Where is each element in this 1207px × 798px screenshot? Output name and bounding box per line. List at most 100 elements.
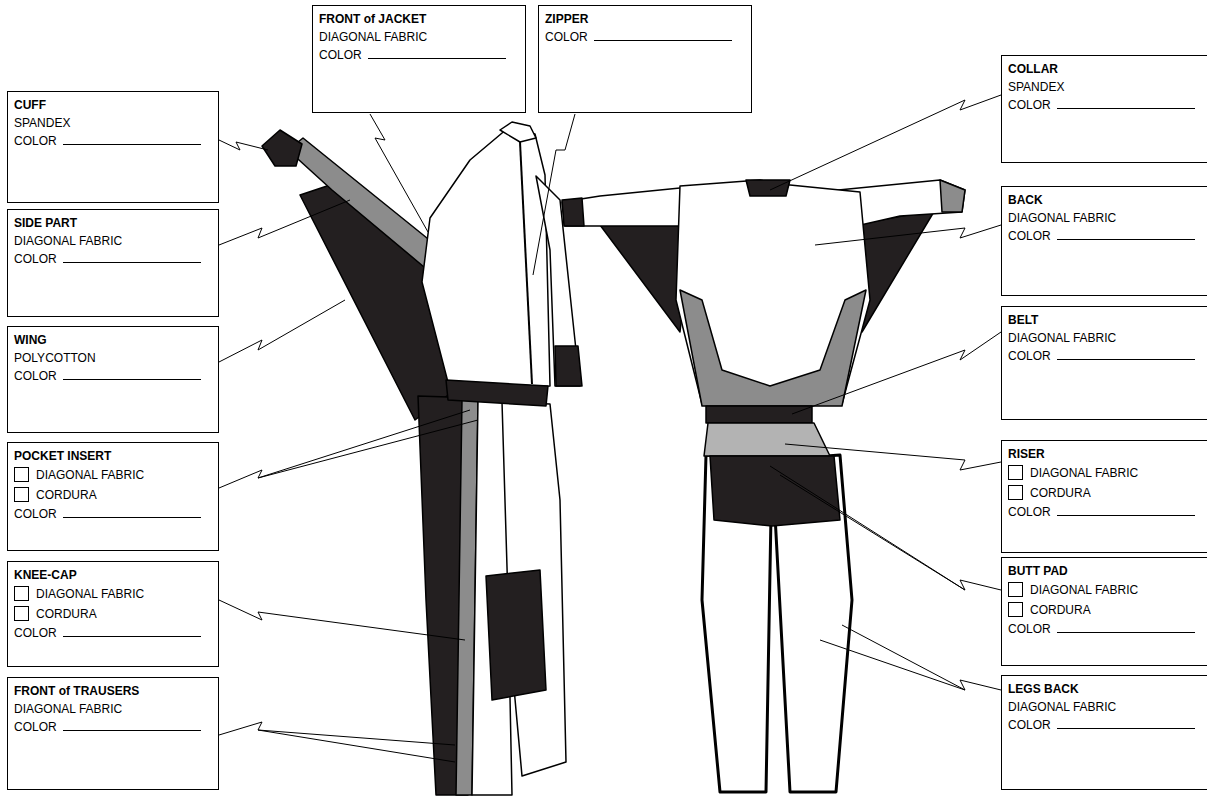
color-field: COLOR	[14, 132, 212, 150]
part-name: LEGS BACK	[1008, 682, 1079, 696]
butt-pad	[710, 456, 840, 526]
riser	[704, 423, 830, 456]
field-label: COLOR	[14, 507, 57, 521]
leader-line	[533, 114, 575, 275]
fill-in-line	[1057, 717, 1195, 729]
callout-box: SIDE PARTDIAGONAL FABRICCOLOR	[7, 209, 219, 317]
callout-box: BUTT PADDIAGONAL FABRICCORDURACOLOR	[1001, 557, 1207, 666]
color-field: COLOR	[14, 367, 212, 385]
part-title: LEGS BACK	[1008, 680, 1206, 698]
front-figure	[262, 122, 582, 795]
field-label: DIAGONAL FABRIC	[1030, 583, 1138, 597]
field-label: CORDURA	[36, 488, 97, 502]
material: DIAGONAL FABRIC	[14, 700, 212, 718]
color-field: COLOR	[1008, 347, 1206, 365]
back-panel	[680, 290, 866, 406]
field-label: DIAGONAL FABRIC	[1008, 700, 1116, 714]
fill-in-line	[63, 251, 201, 263]
belt	[446, 380, 548, 406]
part-title: FRONT of JACKET	[319, 10, 519, 28]
color-field: COLOR	[14, 505, 212, 523]
part-title: BELT	[1008, 311, 1206, 329]
checkbox	[14, 586, 29, 601]
callout-box: BELT DIAGONAL FABRIC COLOR	[1001, 306, 1207, 420]
field-label: COLOR	[1008, 718, 1051, 732]
part-title: POCKET INSERT	[14, 447, 212, 465]
material-option: DIAGONAL FABRIC	[1008, 463, 1206, 483]
leader-line	[820, 640, 1001, 690]
field-label: COLOR	[1008, 98, 1051, 112]
callout-box: FRONT of TRAUSERSDIAGONAL FABRICCOLOR	[7, 677, 219, 790]
field-label: SPANDEX	[1008, 80, 1064, 94]
back-figure	[562, 180, 965, 792]
fill-in-line	[594, 29, 732, 41]
field-label: COLOR	[14, 720, 57, 734]
field-label: DIAGONAL FABRIC	[1030, 466, 1138, 480]
field-label: DIAGONAL FABRIC	[1008, 331, 1116, 345]
material-option: DIAGONAL FABRIC	[14, 584, 212, 604]
fill-in-line	[63, 368, 201, 380]
leader-line	[219, 140, 268, 150]
callout-box: CUFFSPANDEXCOLOR	[7, 91, 219, 203]
zipper	[520, 142, 532, 384]
material: DIAGONAL FABRIC	[319, 28, 519, 46]
leader-line	[842, 625, 965, 690]
knee-cap	[486, 570, 546, 700]
material: DIAGONAL FABRIC	[1008, 698, 1206, 716]
callout-box: KNEE-CAPDIAGONAL FABRICCORDURACOLOR	[7, 561, 219, 667]
field-label: SPANDEX	[14, 116, 70, 130]
part-name: ZIPPER	[545, 12, 588, 26]
trouser-side	[418, 396, 478, 795]
leader-line	[785, 444, 1001, 470]
fill-in-line	[63, 719, 201, 731]
part-title: SIDE PART	[14, 214, 212, 232]
callout-box: WINGPOLYCOTTON COLOR	[7, 326, 219, 433]
material-option: CORDURA	[1008, 600, 1206, 620]
field-label: DIAGONAL FABRIC	[1008, 211, 1116, 225]
color-field: COLOR	[1008, 503, 1206, 521]
leader-lines	[219, 95, 1001, 762]
color-field: COLOR	[14, 718, 212, 736]
color-field: COLOR	[1008, 227, 1206, 245]
field-label: COLOR	[14, 134, 57, 148]
callout-box: POCKET INSERTDIAGONAL FABRIC CORDURA COLOR	[7, 442, 219, 551]
leader-line	[219, 410, 470, 488]
color-field: COLOR	[319, 46, 519, 64]
part-name: SIDE PART	[14, 216, 77, 230]
part-title: WING	[14, 331, 212, 349]
part-name: BELT	[1008, 313, 1038, 327]
fill-in-line	[1057, 228, 1195, 240]
belt	[706, 406, 812, 423]
checkbox	[14, 487, 29, 502]
field-label: DIAGONAL FABRIC	[319, 30, 427, 44]
leader-line	[219, 300, 345, 362]
material-option: DIAGONAL FABRIC	[14, 465, 212, 485]
leader-line	[219, 722, 455, 762]
leader-line	[258, 730, 455, 745]
material: POLYCOTTON	[14, 349, 212, 367]
material-option: CORDURA	[1008, 483, 1206, 503]
material-option: CORDURA	[14, 604, 212, 624]
color-field: COLOR	[1008, 96, 1206, 114]
checkbox	[1008, 602, 1023, 617]
leader-line	[219, 600, 465, 640]
callout-box: COLLARSPANDEXCOLOR	[1001, 55, 1207, 163]
color-field: COLOR	[14, 250, 212, 268]
field-label: COLOR	[1008, 505, 1051, 519]
color-field: COLOR	[545, 28, 745, 46]
field-label: COLOR	[1008, 229, 1051, 243]
callout-box: LEGS BACK DIAGONAL FABRIC COLOR	[1001, 675, 1207, 790]
field-label: COLOR	[14, 369, 57, 383]
field-label: CORDURA	[1030, 603, 1091, 617]
field-label: CORDURA	[36, 607, 97, 621]
callout-box: ZIPPER COLOR	[538, 5, 752, 113]
callout-box: RISER DIAGONAL FABRIC CORDURA COLOR	[1001, 440, 1207, 553]
field-label: COLOR	[319, 48, 362, 62]
fill-in-line	[1057, 504, 1195, 516]
material: SPANDEX	[14, 114, 212, 132]
part-name: RISER	[1008, 447, 1045, 461]
color-field: COLOR	[14, 624, 212, 642]
collar	[500, 122, 536, 142]
leader-line	[770, 466, 965, 590]
